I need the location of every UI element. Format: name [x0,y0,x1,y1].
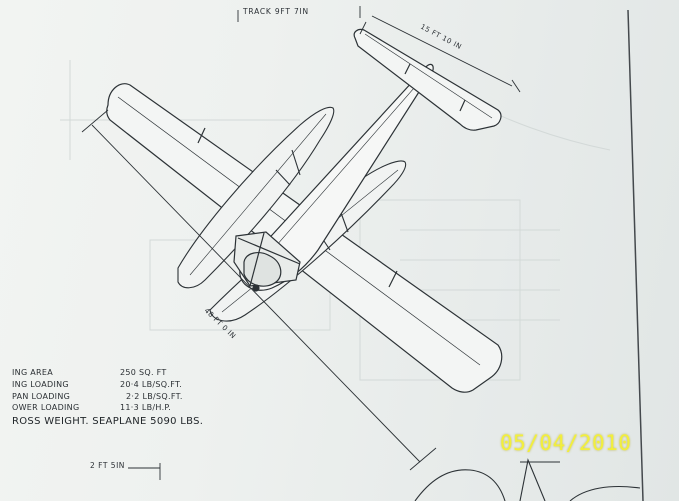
spec-value: 20·4 LB/SQ.FT. [120,380,183,389]
spec-row: OWER LOADING 11·3 LB/H.P. [12,403,232,413]
next-drawing-fragment [414,458,641,501]
spec-row: PAN LOADING 2·2 LB/SQ.FT. [12,392,232,402]
spec-row: ING LOADING 20·4 LB/SQ.FT. [12,380,232,390]
gross-weight: ROSS WEIGHT. SEAPLANE 5090 LBS. [12,416,204,427]
page-margin-line [627,9,644,501]
spec-label: OWER LOADING [12,403,80,412]
spec-value: 250 SQ. FT [120,368,167,377]
left-float [177,106,335,289]
track-label: TRACK 9FT 7IN [243,7,309,16]
spec-label: ING AREA [12,368,54,377]
dimension-lines [81,6,521,480]
spec-label: ING LOADING [12,380,69,389]
spec-row: ING AREA 250 SQ. FT [12,368,232,378]
tailplane-span-label: 15 FT 10 IN [419,23,463,51]
tailplane [353,28,502,131]
spec-label: PAN LOADING [12,392,71,401]
spec-value: 11·3 LB/H.P. [120,403,172,412]
bottom-dimension-label: 2 FT 5IN [90,461,125,470]
date-stamp: 05/04/2010 [500,431,632,455]
spec-value: 2·2 LB/SQ.FT. [126,392,183,401]
cockpit-engine [233,231,301,292]
